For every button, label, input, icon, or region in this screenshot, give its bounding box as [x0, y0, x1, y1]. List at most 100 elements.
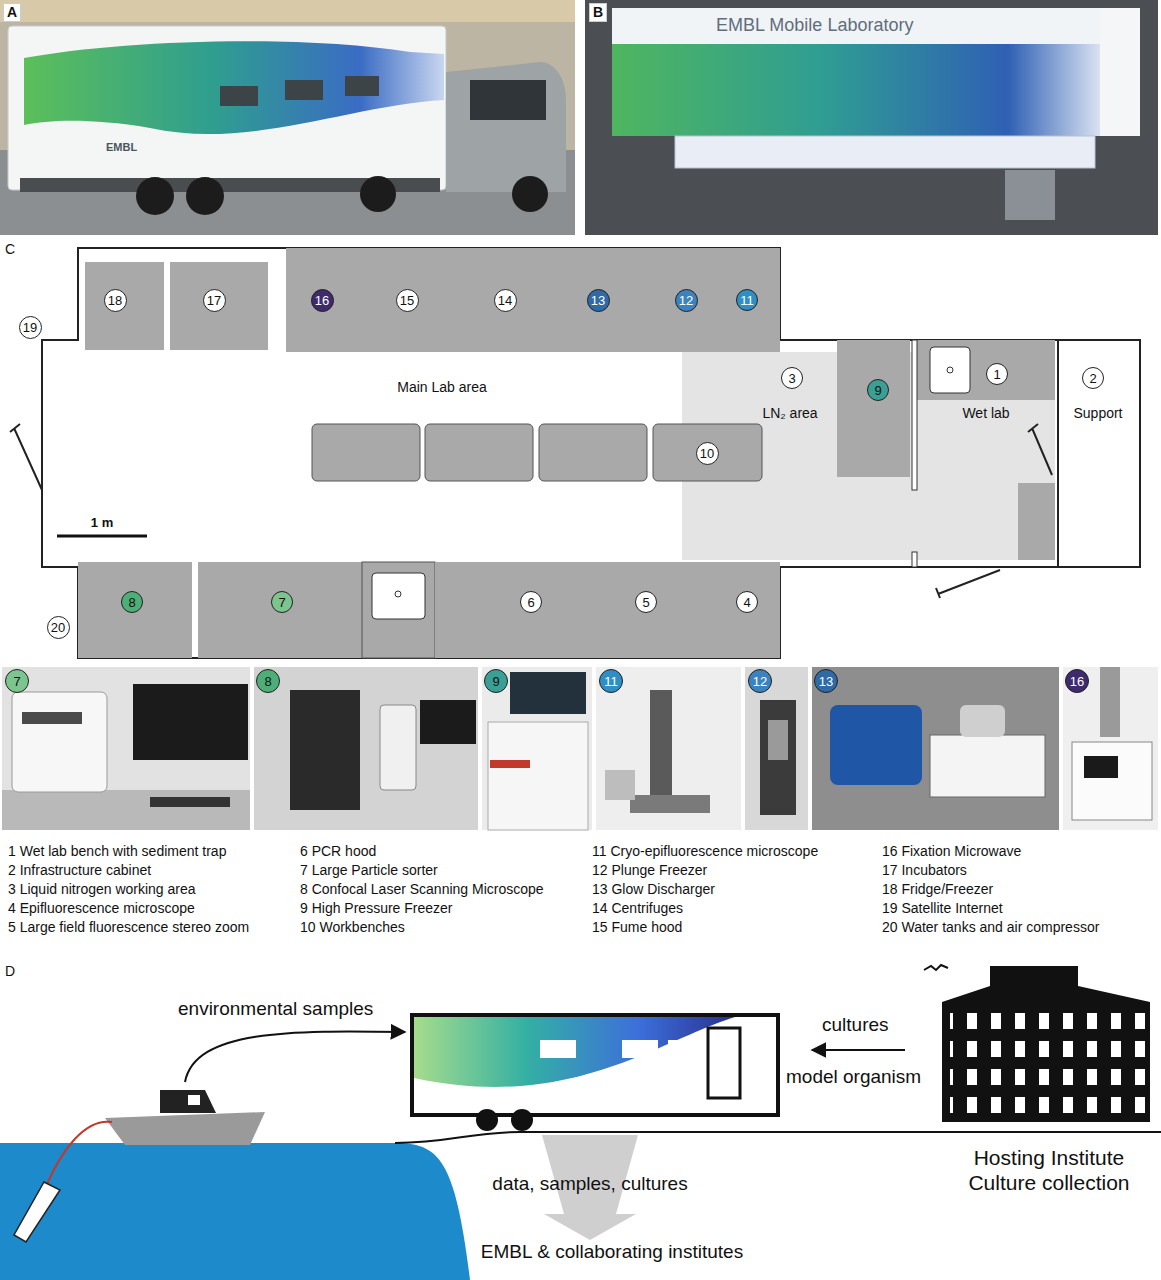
- photo-background: [254, 667, 478, 830]
- photo-background: [812, 667, 1059, 830]
- monitor: [133, 684, 248, 760]
- stage-box: [605, 770, 635, 800]
- callout-circle: 15: [396, 289, 419, 312]
- freezer: [488, 722, 588, 830]
- boat-hull: [105, 1112, 265, 1145]
- key-entry: 10 Workbenches: [300, 919, 405, 936]
- callout-number: 12: [753, 675, 767, 688]
- key-entry: 3 Liquid nitrogen working area: [8, 881, 196, 898]
- key-entry: 20 Water tanks and air compressor: [882, 919, 1099, 936]
- callout-circle: 13: [814, 669, 838, 693]
- bench: [362, 562, 435, 658]
- aerial-photo: [585, 0, 1158, 235]
- photo-background: [482, 667, 592, 830]
- door: [936, 570, 1000, 598]
- callout-circle: 13: [587, 289, 610, 312]
- glow-discharger: [930, 735, 1045, 797]
- callout-circle: 14: [494, 289, 517, 312]
- callout-number: 17: [207, 294, 221, 307]
- door: [10, 424, 42, 490]
- exhaust-pipe: [1100, 667, 1120, 737]
- bird: [924, 965, 948, 970]
- callout-circle: 9: [867, 379, 889, 401]
- photo-strip: [2, 667, 1158, 830]
- callout-number: 16: [315, 294, 329, 307]
- key-entry: 9 High Pressure Freezer: [300, 900, 453, 917]
- callout-number: 4: [743, 596, 750, 609]
- callout-number: 9: [874, 384, 881, 397]
- key-entry: 17 Incubators: [882, 862, 967, 879]
- callout-circle: 11: [736, 289, 758, 311]
- building-windows: [950, 1005, 1145, 1117]
- callout-number: 10: [700, 447, 714, 460]
- monitor: [420, 700, 476, 744]
- key-entry: 8 Confocal Laser Scanning Microscope: [300, 881, 544, 898]
- key-entry: 4 Epifluorescence microscope: [8, 900, 195, 917]
- key-entry: 1 Wet lab bench with sediment trap: [8, 843, 226, 860]
- callout-number: 14: [498, 294, 512, 307]
- trailer-window: [622, 1040, 658, 1058]
- flow-label: environmental samples: [178, 998, 373, 1021]
- key-entry: 12 Plunge Freezer: [592, 862, 707, 879]
- photo-background: [596, 667, 741, 830]
- keyboard: [150, 797, 230, 807]
- callout-circle: 17: [203, 289, 226, 312]
- partition: [912, 340, 917, 490]
- workbench: [425, 424, 533, 481]
- callout-number: 5: [642, 596, 649, 609]
- callout-circle: 3: [781, 367, 803, 389]
- bench: [170, 262, 268, 350]
- callout-number: 7: [13, 675, 20, 688]
- callout-circle: 20: [47, 616, 70, 639]
- truck-photo: [0, 0, 575, 235]
- microwave-screen: [1084, 756, 1118, 778]
- callout-circle: 7: [5, 669, 29, 693]
- drain: [947, 367, 953, 373]
- building-wall: [0, 0, 575, 22]
- rack: [290, 690, 360, 810]
- vehicle-logo: EMBL: [106, 141, 137, 154]
- panel-letter: B: [589, 3, 607, 22]
- partition: [1057, 340, 1059, 567]
- sea: [0, 1143, 470, 1280]
- side-panel: [675, 136, 1095, 168]
- callout-circle: 1: [986, 363, 1008, 385]
- trailer-window: [285, 80, 323, 100]
- workbench: [653, 424, 762, 481]
- stairs: [1005, 170, 1055, 220]
- callout-number: 12: [679, 294, 693, 307]
- sorter-panel: [22, 712, 82, 724]
- callout-circle: 9: [484, 669, 508, 693]
- microscope-arm: [650, 690, 672, 800]
- microwave: [1072, 742, 1152, 820]
- callout-circle: 16: [1065, 669, 1089, 693]
- trailer-body: [8, 26, 446, 190]
- workflow: [0, 965, 1161, 1280]
- callout-number: 2: [1089, 372, 1096, 385]
- callout-number: 8: [128, 596, 135, 609]
- workbench: [539, 424, 647, 481]
- bench-top: [2, 790, 250, 830]
- callout-number: 7: [278, 596, 285, 609]
- trailer-window: [540, 1040, 576, 1058]
- key-entry: 11 Cryo-epifluorescence microscope: [592, 843, 818, 860]
- key-entry: 18 Fridge/Freezer: [882, 881, 993, 898]
- callout-number: 3: [788, 372, 795, 385]
- bench: [85, 262, 164, 350]
- key-entry: 5 Large field fluorescence stereo zoom: [8, 919, 249, 936]
- chamber: [768, 720, 788, 760]
- bench: [78, 562, 192, 658]
- trailer-door: [708, 1028, 740, 1098]
- plunge-freezer: [760, 700, 796, 815]
- callout-number: 11: [740, 294, 754, 307]
- bench: [435, 562, 780, 658]
- callout-number: 13: [591, 294, 605, 307]
- trailer-window: [220, 86, 258, 106]
- callout-number: 9: [492, 675, 499, 688]
- institute-name: Hosting Institute Culture collection: [944, 1145, 1154, 1195]
- roof-band: [612, 8, 1140, 44]
- microscope-base: [630, 795, 710, 813]
- drain: [395, 591, 401, 597]
- lab-trailer: [412, 1015, 778, 1115]
